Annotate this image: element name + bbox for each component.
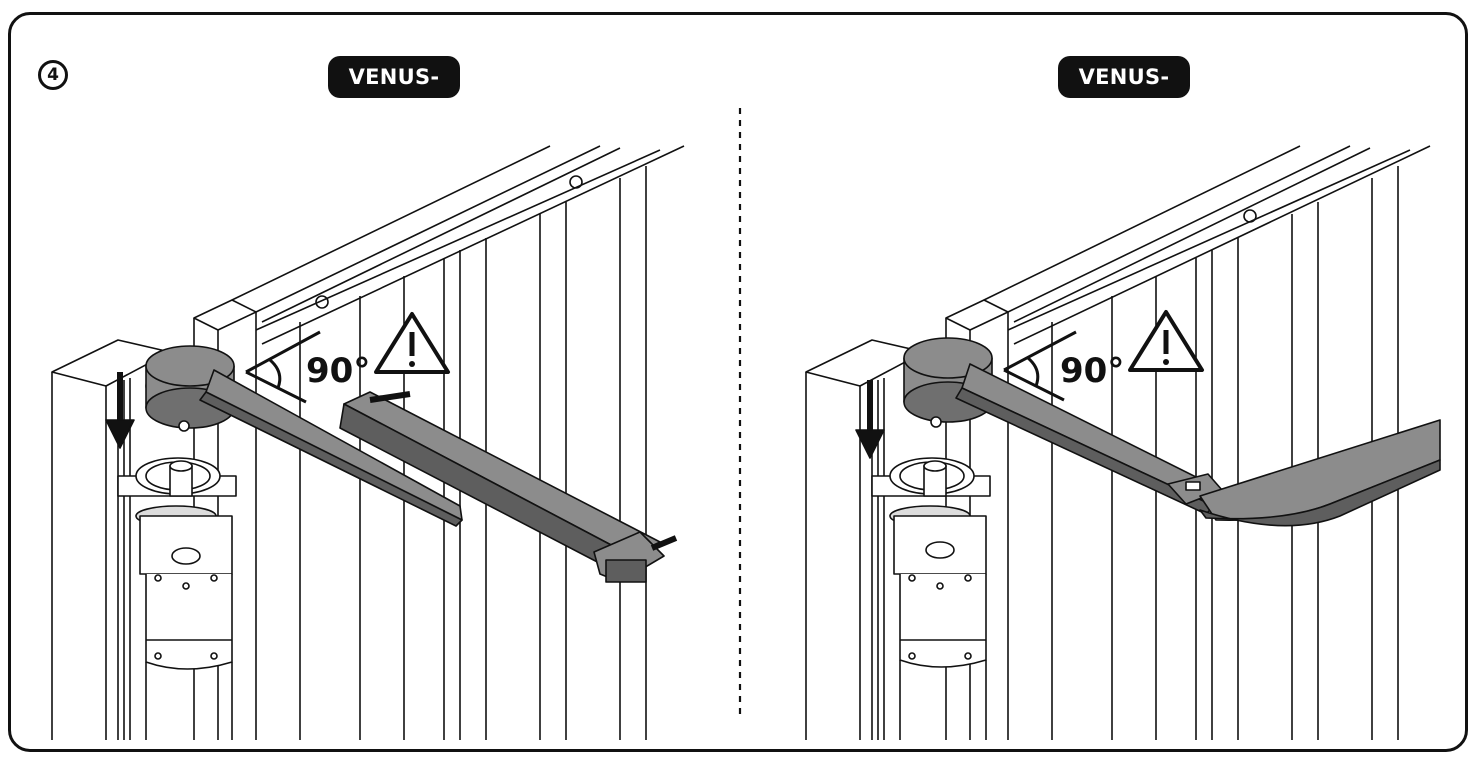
- motor-unit: [871, 457, 991, 740]
- down-arrow-icon: [855, 380, 885, 459]
- gate-leaf: [945, 145, 1431, 740]
- panel-venus-a: 90°: [805, 145, 1441, 740]
- model-label-venus-s: VENUS-S: [328, 56, 460, 131]
- motor-unit: [117, 457, 237, 740]
- figure-frame: [8, 12, 1468, 752]
- panel-venus-s: 90°: [51, 145, 685, 740]
- angle-marker-icon: [245, 330, 321, 404]
- step-number: 4: [38, 60, 68, 90]
- gate-arm: [903, 337, 1441, 527]
- warning-icon: [1128, 310, 1204, 372]
- down-arrow-icon: [105, 372, 135, 449]
- warning-icon: [374, 312, 450, 374]
- gate-pillar: [51, 339, 171, 740]
- angle-label: 90°: [306, 351, 370, 391]
- angle-marker-icon: [1003, 330, 1077, 402]
- gate-arm: [145, 345, 678, 583]
- model-label-venus-a: VENUS-A: [1058, 56, 1190, 131]
- angle-label: 90°: [1060, 351, 1124, 391]
